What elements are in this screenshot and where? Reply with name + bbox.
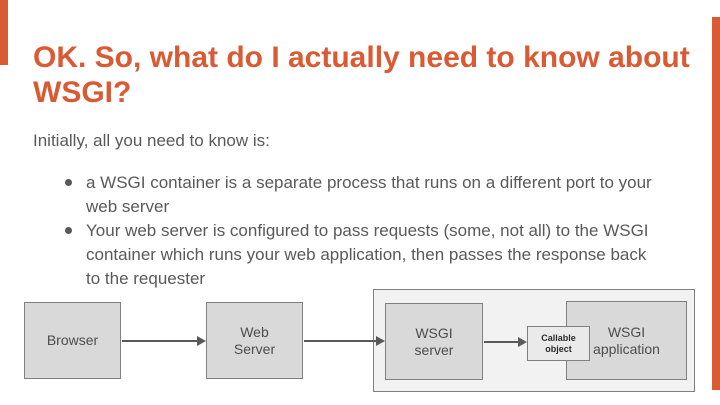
node-wsgi-server-label: WSGI server [414,324,454,358]
bullet-dot [65,227,72,234]
node-browser-label: Browser [46,332,99,348]
bullet-dot [65,179,72,186]
left-accent-bar [0,0,8,65]
bullet-list: a WSGI container is a separate process t… [64,171,668,291]
bullet-text-2: Your web server is configured to pass re… [86,221,649,288]
arrow-browser-to-web-server [122,336,206,346]
arrow-web-server-to-wsgi-server [304,336,385,346]
arrow-wsgi-server-to-callable-object [484,337,527,347]
bullet-item-1: a WSGI container is a separate process t… [64,171,668,219]
bullet-text-1: a WSGI container is a separate process t… [86,173,652,216]
intro-text: Initially, all you need to know is: [33,131,270,150]
node-callable-object-label: Callable object [541,332,576,354]
node-web-server: Web Server [206,302,303,379]
right-accent-bar [712,17,720,390]
node-callable-object: Callable object [527,326,590,361]
node-browser: Browser [24,302,121,379]
bullet-item-2: Your web server is configured to pass re… [64,219,668,291]
slide-title: OK. So, what do I actually need to know … [33,41,690,109]
node-web-server-label: Web Server [233,323,276,357]
node-wsgi-server: WSGI server [385,303,483,380]
node-wsgi-application-label: WSGI application [593,323,660,357]
